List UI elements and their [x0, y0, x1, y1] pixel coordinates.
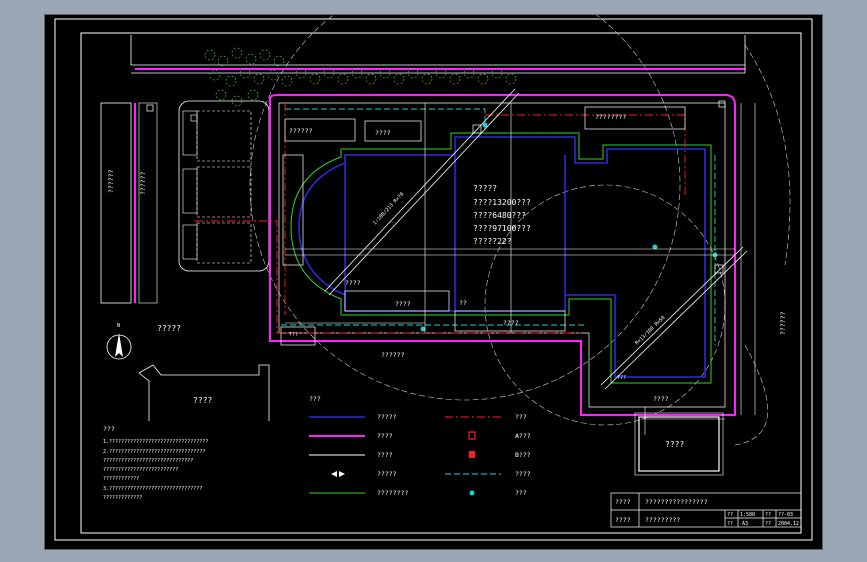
legend-label-5: ??? — [515, 413, 527, 421]
legend-swatch-arrow — [331, 471, 345, 477]
label-lot-bottom-center: ???? — [503, 319, 519, 327]
label-road-south2: ?????? — [381, 351, 405, 359]
label-main-info-3: ????6480??? — [473, 211, 526, 220]
legend-label-8: ???? — [515, 470, 531, 478]
east-road — [740, 103, 756, 415]
markers — [146, 100, 726, 274]
notes-line-5: ???????????? — [103, 476, 139, 482]
tb-date-label: ?? — [765, 521, 771, 527]
svg-text:N: N — [117, 323, 120, 329]
label-slope-left: 1:100/213 R=70 — [372, 191, 405, 226]
legend-label-6: A??? — [515, 432, 531, 440]
notes-title: ??? — [103, 425, 115, 433]
label-area-bottom-left: ??? — [617, 375, 626, 381]
tb-row1-value: ???????????????? — [645, 498, 708, 506]
tb-scale-label: ?? — [727, 512, 733, 518]
site-plan-drawing: N ?????? ?????? ?????? ???? ???????? ???… — [54, 15, 813, 541]
main-building — [298, 136, 706, 378]
legend-swatch-red-box2 — [469, 451, 475, 458]
left-parking — [100, 100, 270, 304]
tb-no-value: ??-03 — [778, 512, 793, 518]
label-building-left-2: ?????? — [139, 171, 147, 195]
label-main-info-2: ????13200??? — [473, 198, 531, 207]
plan-labels: ?????? ?????? ?????? ???? ???????? ?????… — [107, 113, 787, 449]
label-main-info-5: ?????22? — [473, 237, 512, 246]
notes-block: ??? 1.????????????????????????????????? … — [103, 425, 208, 501]
pool-outline — [634, 412, 724, 476]
outer-frame — [54, 18, 813, 541]
tb-sheet-value: A3 — [742, 521, 748, 527]
legend-label-7: B??? — [515, 451, 531, 459]
tb-date-value: 2004.12 — [778, 521, 799, 527]
label-pool: ???? — [665, 440, 684, 449]
notes-line-3: ?????????????????????????????? — [103, 458, 193, 464]
legend-label-2: ???? — [377, 451, 393, 459]
top-road — [130, 35, 746, 74]
notes-line-6: 3.??????????????????????????????? — [103, 486, 202, 492]
tree-rows — [204, 47, 517, 107]
legend-label-0: ????? — [377, 413, 397, 421]
cyan-nodes — [420, 122, 718, 332]
setback-lines — [290, 132, 712, 384]
label-neighbour: ???? — [193, 396, 212, 405]
cad-viewport[interactable]: N ?????? ?????? ?????? ???? ???????? ???… — [44, 14, 823, 550]
label-road-east: ?????? — [779, 311, 787, 335]
notes-line-4: ????????????????????????? — [103, 467, 178, 473]
notes-line-2: 2.???????????????????????????????? — [103, 449, 205, 455]
notes-line-1: 1.????????????????????????????????? — [103, 439, 208, 445]
tb-row2-value: ????????? — [645, 516, 680, 524]
tb-scale-value: 1:500 — [740, 512, 755, 518]
title-block-text: ???? ???????????????? ???? ????????? ?? … — [615, 498, 799, 527]
notes-line-7: ????????????? — [103, 495, 142, 501]
label-area-left: ??? — [289, 332, 298, 338]
tb-row1-label: ???? — [615, 498, 631, 506]
north-arrow-icon: N — [106, 323, 132, 360]
pool-shape — [638, 416, 720, 472]
small-buildings — [280, 106, 686, 346]
legend-label-9: ??? — [515, 489, 527, 497]
label-slope-right: R=13/100 R=50 — [634, 315, 666, 347]
inner-frame — [80, 32, 802, 534]
site-boundary — [269, 94, 736, 416]
neighbour-outline — [138, 364, 270, 421]
legend-swatch-cyan-dot — [469, 490, 475, 496]
label-main-info-1: ????? — [473, 184, 497, 193]
label-building-left: ?????? — [107, 169, 115, 193]
label-building-top-right: ???????? — [595, 113, 626, 121]
legend-swatch-red-box — [468, 431, 476, 440]
label-road-south: ????? — [157, 324, 181, 333]
tb-sheet-label: ?? — [727, 521, 733, 527]
legend-label-4: ???????? — [377, 489, 408, 497]
title-block — [610, 492, 802, 528]
label-building-top2: ???? — [375, 129, 391, 137]
slope-lines — [324, 88, 748, 390]
water-pipe — [281, 108, 716, 345]
label-gate: ???? — [345, 279, 361, 287]
tb-row2-label: ???? — [615, 516, 631, 524]
legend: ??? ????? ???? ???? ????? ???????? ??? A… — [309, 395, 531, 497]
label-lot-bottom-right: ???? — [653, 395, 669, 403]
tb-no-label: ?? — [765, 512, 771, 518]
label-main-info-4: ????97100??? — [473, 224, 531, 233]
label-building-top: ?????? — [289, 127, 313, 135]
legend-title: ??? — [309, 395, 321, 403]
dimension-lines — [285, 103, 735, 435]
label-lot-bottom-center2: ?? — [459, 299, 467, 307]
legend-label-3: ????? — [377, 470, 397, 478]
legend-label-1: ???? — [377, 432, 393, 440]
label-lot-bottom-left: ???? — [395, 300, 411, 308]
